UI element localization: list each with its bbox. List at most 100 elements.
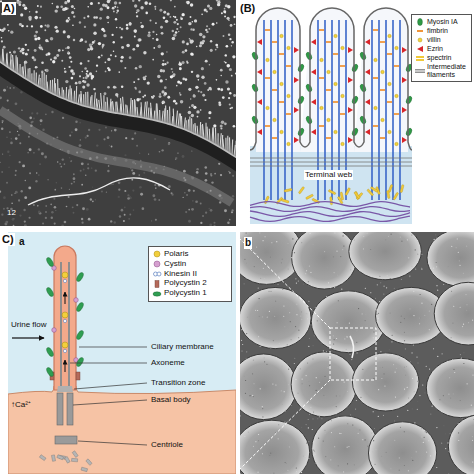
surface-texture [352,424,353,425]
surface-texture [399,470,400,471]
cytoplasm-texture [175,157,177,159]
microvillus-tip [120,60,123,63]
surface-texture [386,388,387,389]
ezrin [402,137,407,143]
surface-texture [240,464,241,465]
cytoplasm-texture [186,194,187,195]
microvillus-tip [145,12,148,15]
legend-text: Polycystin 1 [164,289,207,298]
surface-texture [373,440,374,441]
surface-texture [348,446,349,447]
microvillus-tip [107,58,110,61]
villin [374,106,377,109]
microvillus-tip [159,95,162,98]
surface-texture [449,377,450,378]
surface-texture [264,357,265,358]
surface-texture [453,306,454,307]
surface-texture [383,332,384,333]
cytoplasm-texture [7,86,8,87]
surface-texture [404,340,405,341]
cystin [74,298,79,303]
cytoplasm-texture [177,152,178,153]
villin [287,142,290,145]
surface-texture [318,438,319,439]
cytoplasm-texture [2,153,3,154]
region-label: Terminal web [304,170,353,180]
cytoplasm-texture [56,136,58,138]
villin [395,142,398,145]
microvillus-tip [161,32,164,35]
basal-body [67,393,73,425]
cytoplasm-texture [125,137,127,139]
surface-texture [394,288,395,289]
surface-texture [448,473,449,474]
cytoplasm-texture [123,220,125,222]
surface-texture [289,446,290,447]
cytoplasm-texture [81,162,84,165]
surface-texture [336,406,337,407]
surface-texture [315,463,316,464]
microvillus-tip [98,56,100,58]
microvillus-tip [206,31,208,33]
surface-texture [264,236,265,237]
microvillus-tip [114,1,118,5]
surface-texture [453,369,454,370]
microvillus-tip [180,94,182,96]
microvillus-tip [35,31,38,34]
microvillus-tip [93,23,96,26]
cytoplasm-texture [71,160,72,161]
microvillus-tip [213,124,216,127]
fimbrin [272,137,277,139]
cytoplasm-texture [80,170,82,172]
surface-texture [372,451,373,452]
microvillus-tip [173,16,175,18]
surface-texture [472,320,473,321]
surface-texture [302,378,303,379]
legend-entry: villin [415,36,468,44]
microvillus-tip [232,55,235,58]
surface-texture [258,434,259,435]
microvillus [209,129,211,142]
label-position: Ciliary membrane [150,342,215,352]
microvillus-tip [121,46,124,49]
surface-texture [308,285,309,286]
microvillus-tip [194,19,197,22]
surface-texture [416,356,417,357]
surface-texture [409,275,410,276]
cytoplasm-texture [45,113,47,115]
cytoplasm-texture [81,184,83,186]
surface-texture [327,267,328,268]
cytoplasm-texture [151,220,152,221]
surface-texture [328,282,329,283]
legend-sample [415,54,425,62]
microvillus-tip [217,88,220,91]
zoom-line [237,236,330,328]
surface-texture [375,298,376,299]
fimbrin [272,41,277,43]
surface-texture [463,363,464,364]
microvillus [75,86,77,103]
microvillus-tip [219,0,220,1]
surface-texture [289,447,290,448]
microvillus [217,133,218,146]
myosin-ia [359,115,367,124]
microvillus-tip [154,6,156,8]
surface-texture [408,470,409,471]
microvillus-tip [87,15,89,17]
surface-texture [389,349,390,350]
villin [395,46,398,49]
surface-texture [362,313,363,314]
surface-texture [274,316,275,317]
surface-texture [382,367,383,368]
microvillus [101,93,102,110]
surface-texture [376,314,377,315]
cytoplasm-texture [17,131,18,132]
ezrin [402,107,407,113]
surface-texture [300,315,301,316]
surface-texture [270,257,271,258]
microvillus-tip [34,37,37,40]
surface-texture [378,389,379,390]
surface-texture [356,330,357,331]
surface-texture [344,291,345,292]
microvillus-tip [37,37,40,40]
